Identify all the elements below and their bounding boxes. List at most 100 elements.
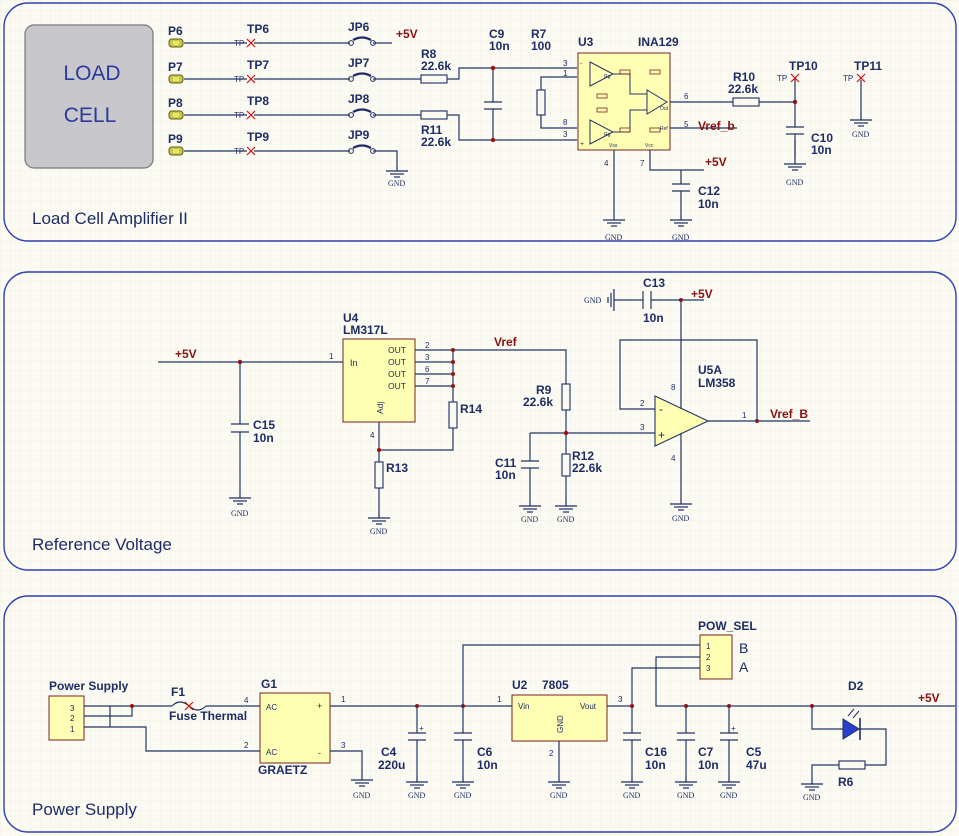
svg-text:8: 8 [563,118,568,127]
ref-c5: C5 [746,745,762,759]
svg-text:2: 2 [640,399,645,408]
gnd-label-c6: GND [454,791,472,800]
value-r10: 22.6k [728,82,758,96]
net-label-5v-psu: +5V [918,691,940,705]
value-c12: 10n [698,197,719,211]
value-u4: LM317L [343,323,388,337]
svg-text:+: + [317,701,322,711]
label-tp8: TP8 [247,94,269,108]
ref-r7: R7 [531,27,547,41]
net-label-vref: Vref [494,335,518,349]
svg-text:-: - [580,61,583,68]
svg-text:Vout: Vout [580,702,597,711]
svg-text:Vcc: Vcc [645,143,654,149]
ref-c11: C11 [495,456,517,470]
gnd-label-c11: GND [521,515,539,524]
pad-p7 [168,74,184,84]
ref-g1: G1 [261,677,277,691]
gnd-label-r12: GND [557,515,575,524]
svg-text:Adj: Adj [375,402,385,414]
ref-d2: D2 [848,679,864,693]
value-c11: 10n [495,468,516,482]
ref-c12: C12 [698,184,720,198]
svg-text:AC: AC [266,703,277,712]
value-r8: 22.6k [421,59,451,73]
svg-text:2: 2 [425,341,430,350]
led-d2 [842,718,860,740]
ref-r12: R12 [572,449,594,463]
svg-text:-: - [659,402,663,416]
label-p7: P7 [168,60,183,74]
value-f1: Fuse Thermal [169,709,247,723]
label-tp9: TP9 [247,130,269,144]
value-c4: 220u [378,758,405,772]
svg-text:4: 4 [671,454,676,463]
ref-f1: F1 [171,685,185,699]
section-frame-reference [3,271,957,571]
svg-text:-: - [318,748,321,758]
tp7-tag: TP [234,75,244,84]
gnd-label-tp11: GND [852,130,870,139]
load-cell-label-2: CELL [64,104,117,127]
gnd-label-c10: GND [786,178,804,187]
label-tp6: TP6 [247,22,269,36]
ground-c13 [607,289,620,311]
label-jp9: JP9 [348,128,370,142]
svg-text:Vin: Vin [518,702,529,711]
svg-text:4: 4 [244,696,249,705]
section-title-power: Power Supply [32,800,137,819]
ref-power-supply: Power Supply [49,679,129,693]
ref-u4: U4 [343,311,359,325]
svg-text:1: 1 [497,695,502,704]
svg-text:4: 4 [370,431,375,440]
label-tp7: TP7 [247,58,269,72]
resistor-r10 [732,97,760,107]
svg-text:2: 2 [70,714,75,723]
value-c16: 10n [645,758,666,772]
svg-text:+: + [580,141,584,148]
pow-sel-a: A [739,659,749,675]
ic-u3: - + Rg Rg Out Ref Vss Vcc [577,52,671,151]
label-jp7: JP7 [348,56,370,70]
regulator-u2 [511,694,608,742]
ref-u5a: U5A [698,363,722,377]
section-frame-amplifier [3,2,957,242]
svg-text:3: 3 [563,59,568,68]
svg-text:1: 1 [341,695,346,704]
value-r7: 100 [531,39,551,53]
ic-u4 [342,338,416,423]
tp9-tag: TP [234,147,244,156]
resistor-r12 [561,453,571,477]
tp8-tag: TP [234,111,244,120]
ref-r11: R11 [421,123,443,137]
value-c10: 10n [811,143,832,157]
pow-sel-b: B [739,640,748,656]
net-label-5v-jp6: +5V [396,27,418,41]
label-p6: P6 [168,24,183,38]
gnd-label-g1: GND [353,791,371,800]
value-c15: 10n [253,431,274,445]
ref-c4: C4 [381,745,397,759]
load-cell-label-1: LOAD [63,62,120,85]
pad-p9 [168,146,184,156]
svg-text:3: 3 [341,741,346,750]
section-frame-power [3,595,957,833]
value-c13: 10n [643,311,664,325]
value-u5a: LM358 [698,376,736,390]
svg-text:6: 6 [684,92,689,101]
ref-r10: R10 [733,70,755,84]
ref-u3: U3 [578,35,594,49]
resistor-r13 [374,461,384,489]
load-cell-block: LOAD CELL [24,24,154,169]
tp10-tag: TP [777,74,787,83]
resistor-r14 [448,401,458,429]
ref-c15: C15 [253,418,275,432]
resistor-r9 [561,383,571,411]
svg-text:+: + [731,724,736,733]
net-label-5v-ref: +5V [175,347,197,361]
section-title-amplifier: Load Cell Amplifier II [32,209,188,228]
ref-r14: R14 [460,402,482,416]
svg-text:8: 8 [671,383,676,392]
label-p8: P8 [168,96,183,110]
